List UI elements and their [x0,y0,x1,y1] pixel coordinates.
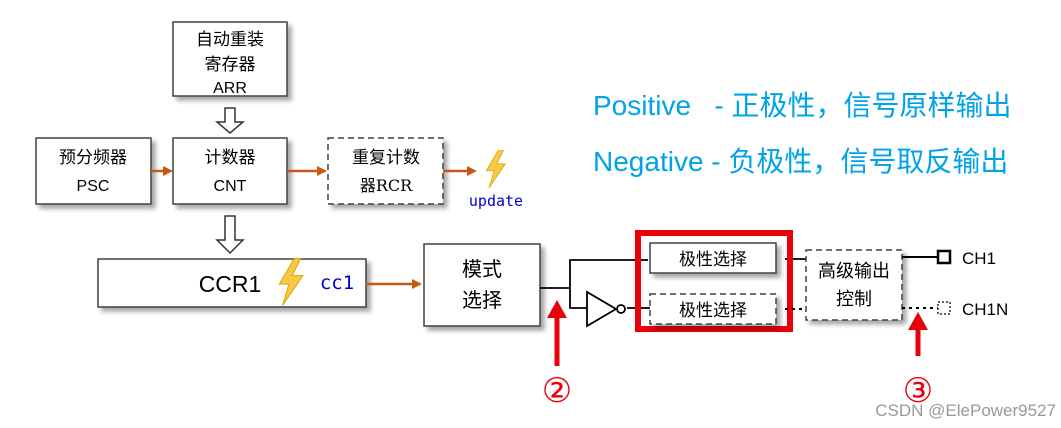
inverter-icon [586,290,626,328]
marker-3: ③ [903,372,933,410]
arr-line3: ARR [213,80,247,97]
cnt-line2: CNT [214,178,247,195]
psc-line2: PSC [77,178,110,195]
arr-line1: 自动重装 [196,30,264,50]
advanced-output-block: 高级输出 控制 [805,249,903,321]
polarity-select-bottom: 极性选择 [649,293,777,325]
arr-line2: 寄存器 [205,55,256,75]
hollow-down-arrow-icon [214,107,246,134]
cnt-line1: 计数器 [205,148,256,168]
advanced-output-line2: 控制 [836,289,872,310]
rcr-line2: 器RCR [360,176,413,195]
polarity-select-top: 极性选择 [649,242,777,274]
mode-select-line1: 模式 [462,257,502,281]
polarity-highlight-box [635,230,793,332]
legend-positive: Positive - 正极性，信号原样输出 [593,90,1011,121]
ccr1-label: CCR1 [199,271,262,297]
red-arrow-2 [547,300,567,366]
cnt-block: 计数器 CNT [172,137,288,205]
lightning-icon [485,150,506,188]
psc-block: 预分频器 PSC [35,137,152,205]
rcr-line1: 重复计数 [352,148,420,168]
cc1-event-label: cc1 [320,272,354,294]
polarity-top-label: 极性选择 [679,250,747,270]
advanced-output-line1: 高级输出 [818,261,890,282]
watermark: CSDN @ElePower9527 [875,401,1056,420]
ch1n-label: CH1N [962,300,1008,319]
ccr1-block: CCR1 cc1 [97,258,367,308]
update-event-label: update [469,192,523,210]
rcr-block: 重复计数 器RCR [327,137,444,205]
psc-line1: 预分频器 [59,148,127,168]
arr-block: 自动重装 寄存器 ARR [172,21,288,97]
marker-2: ② [542,372,572,410]
ch1-label: CH1 [962,249,996,268]
polarity-bottom-label: 极性选择 [679,301,747,321]
ch1-pin [936,249,952,265]
red-arrow-3 [908,312,928,356]
hollow-down-arrow-icon [215,215,245,255]
ch1n-pin [937,301,951,315]
mode-select-line2: 选择 [462,288,502,312]
legend-negative: Negative - 负极性，信号取反输出 [593,146,1008,177]
mode-select-block: 模式 选择 [423,243,541,327]
